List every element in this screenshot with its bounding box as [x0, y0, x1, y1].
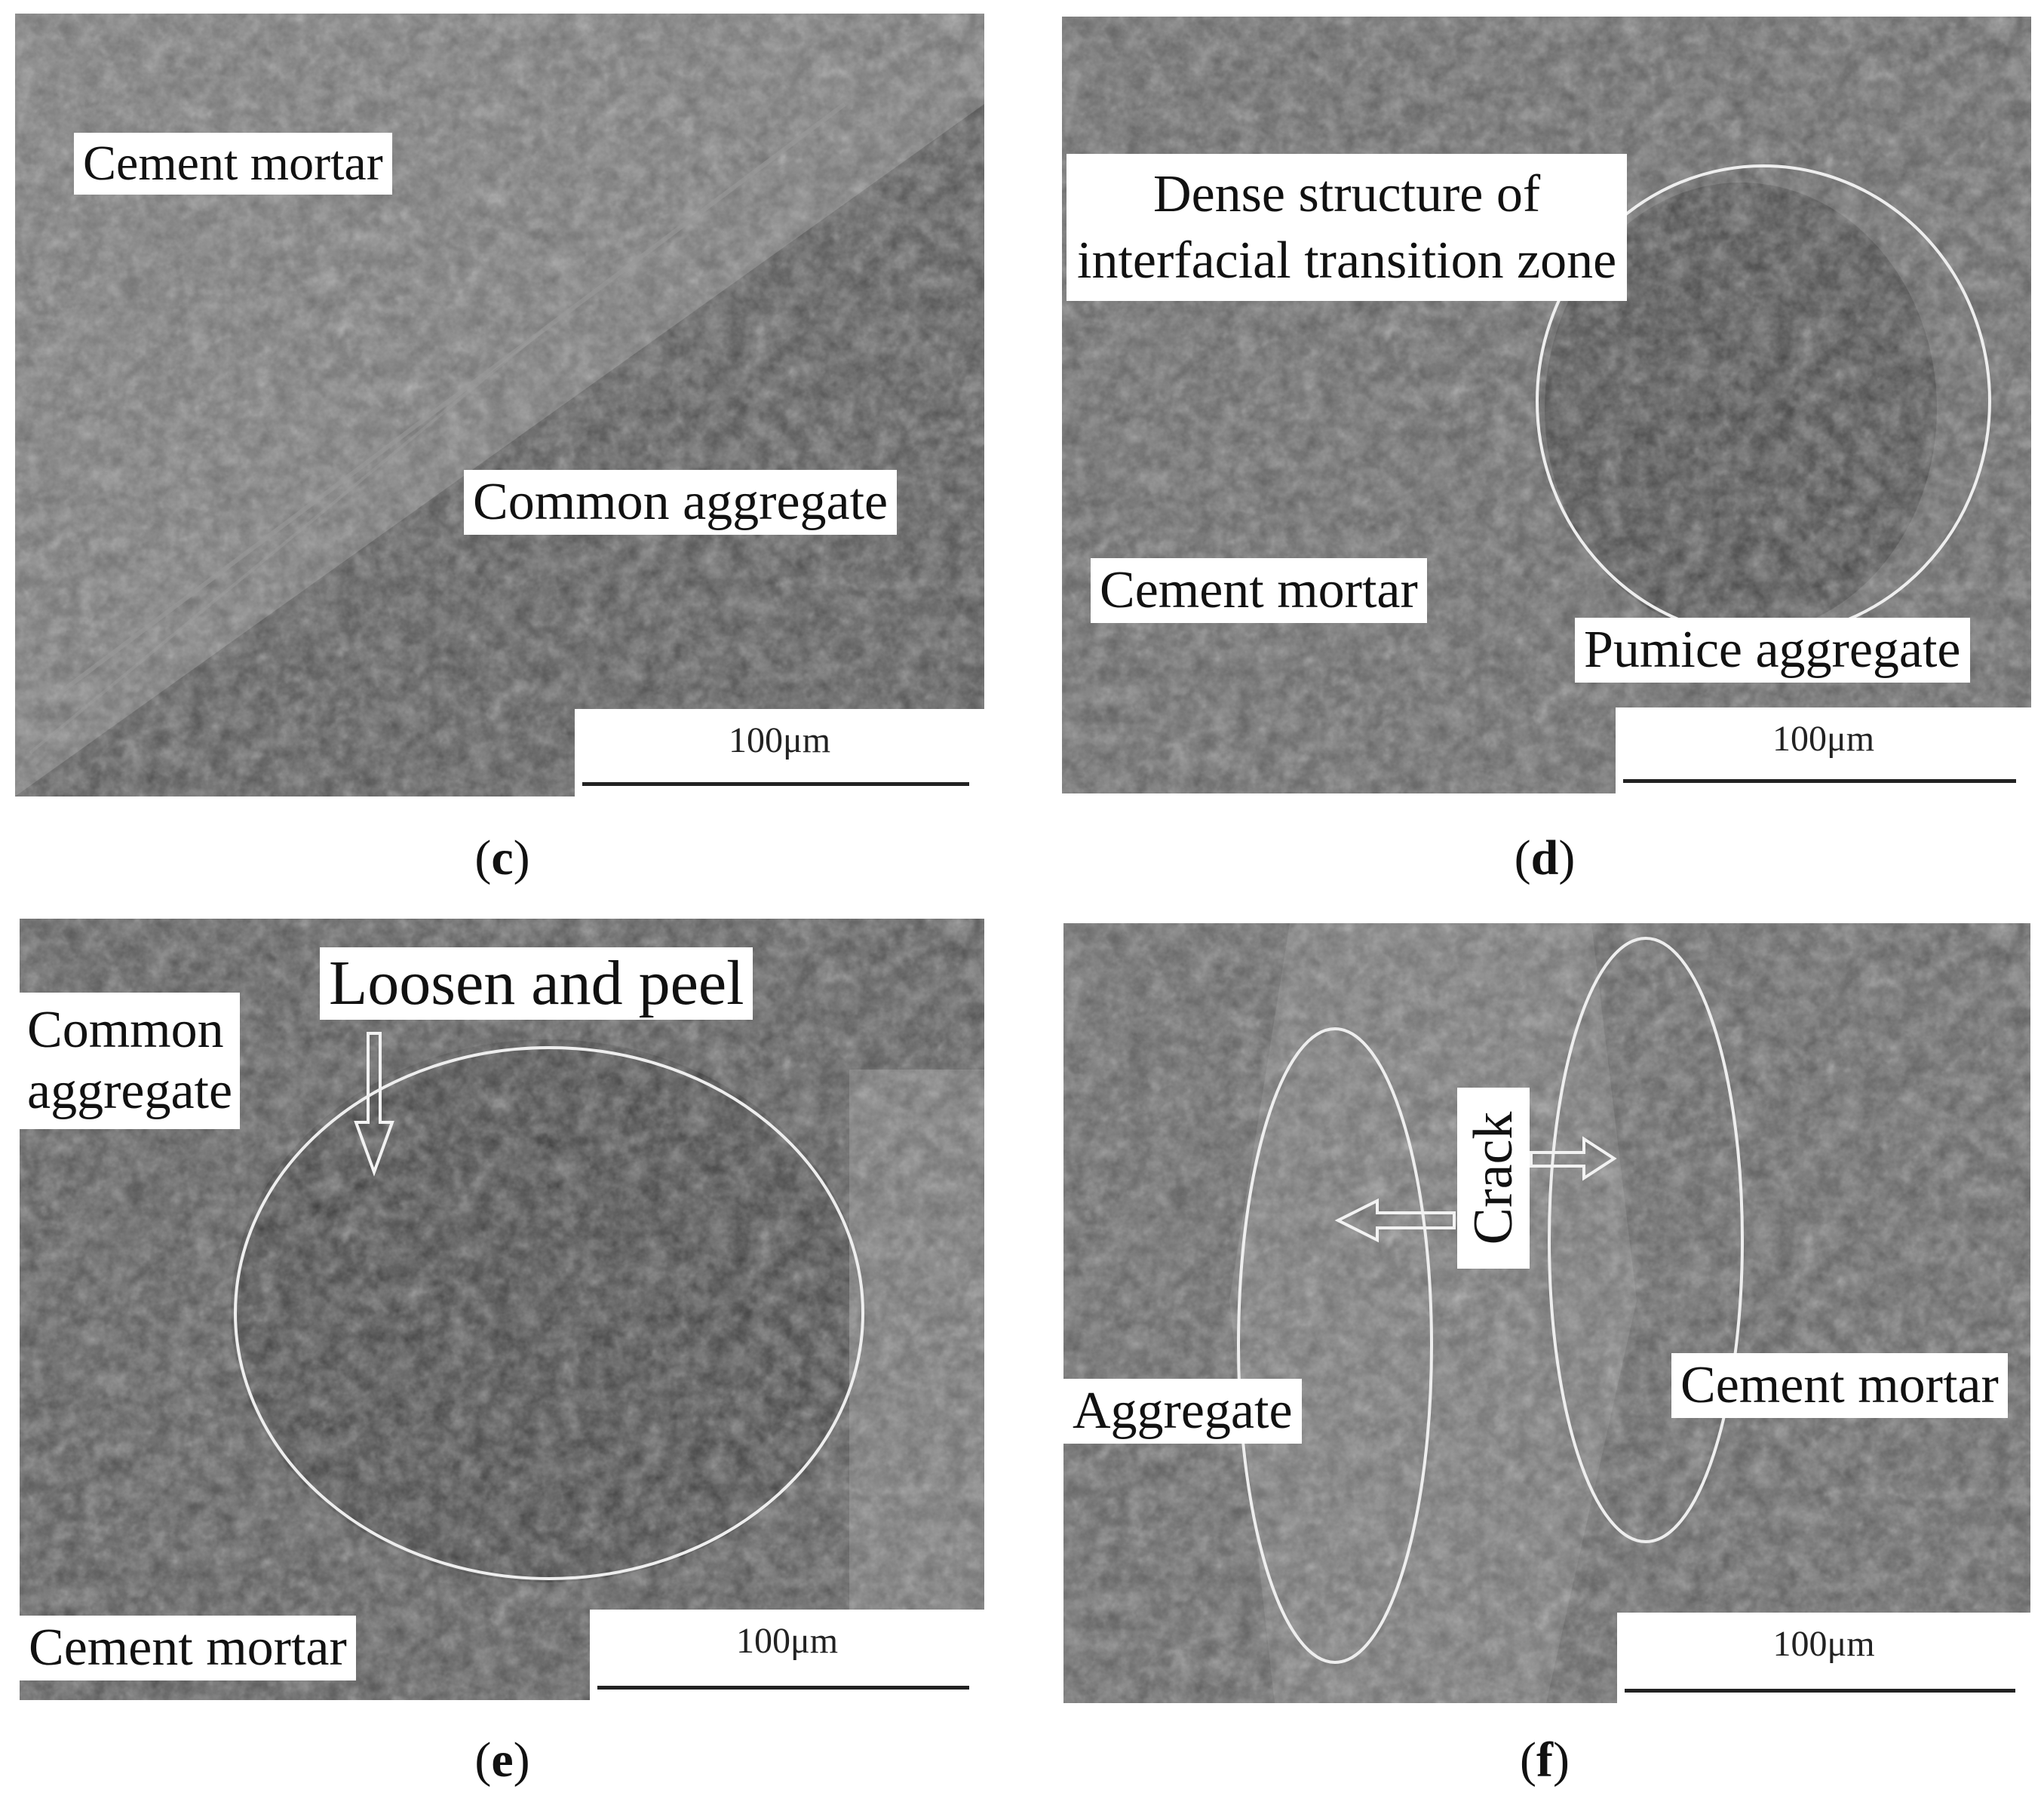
scale-bar: 100μm — [590, 1610, 984, 1700]
scale-bar-label: 100μm — [1772, 719, 1875, 759]
label-cement-mortar: Cement mortar — [1091, 558, 1427, 623]
label-dense-line1: Dense structure of — [1153, 165, 1541, 223]
label-pumice-aggregate: Pumice aggregate — [1575, 618, 1970, 683]
scale-bar-label: 100μm — [735, 1621, 839, 1661]
label-cement-mortar: Cement mortar — [20, 1616, 356, 1680]
label-common-aggregate: Common aggregate — [20, 993, 241, 1129]
label-loosen-and-peel: Loosen and peel — [320, 947, 753, 1020]
scale-bar-label: 100μm — [1772, 1624, 1875, 1664]
label-crack-text: Crack — [1462, 1111, 1524, 1245]
label-common-line2: aggregate — [27, 1061, 233, 1120]
label-common-line1: Common — [27, 1001, 224, 1059]
scale-bar: 100μm — [575, 709, 984, 796]
label-cement-mortar: Cement mortar — [1671, 1353, 2008, 1418]
caption-d: (d) — [1514, 830, 1576, 885]
label-common-aggregate: Common aggregate — [464, 470, 898, 535]
label-crack: Crack — [1457, 1088, 1530, 1269]
scale-bar-line — [1625, 1689, 2015, 1693]
sem-panel-f: Crack Aggregate Cement mortar 100μm — [1063, 923, 2030, 1703]
caption-f-letter: f — [1536, 1733, 1553, 1788]
sem-panel-e: Loosen and peel Common aggregate Cement … — [20, 919, 984, 1700]
caption-d-letter: d — [1530, 830, 1559, 885]
scale-bar-line — [597, 1686, 969, 1690]
label-dense-structure: Dense structure of interfacial transitio… — [1067, 154, 1628, 301]
label-dense-line2: interfacial transition zone — [1077, 231, 1617, 290]
sem-image-f — [1063, 923, 2030, 1703]
caption-e: (e) — [474, 1733, 530, 1788]
sem-panel-c: Cement mortar Common aggregate 100μm — [15, 14, 984, 796]
caption-e-letter: e — [491, 1733, 514, 1788]
scale-bar-label: 100μm — [728, 720, 831, 760]
sem-panel-d: Dense structure of interfacial transitio… — [1062, 17, 2031, 793]
label-cement-mortar: Cement mortar — [74, 133, 392, 195]
label-aggregate: Aggregate — [1063, 1379, 1302, 1444]
caption-f: (f) — [1520, 1733, 1570, 1788]
scale-bar: 100μm — [1617, 1613, 2030, 1703]
sem-image-c — [15, 14, 984, 796]
scale-bar-line — [1623, 779, 2016, 783]
caption-c-letter: c — [491, 830, 514, 885]
scale-bar: 100μm — [1616, 707, 2031, 793]
scale-bar-line — [582, 782, 969, 786]
caption-c: (c) — [474, 830, 530, 885]
